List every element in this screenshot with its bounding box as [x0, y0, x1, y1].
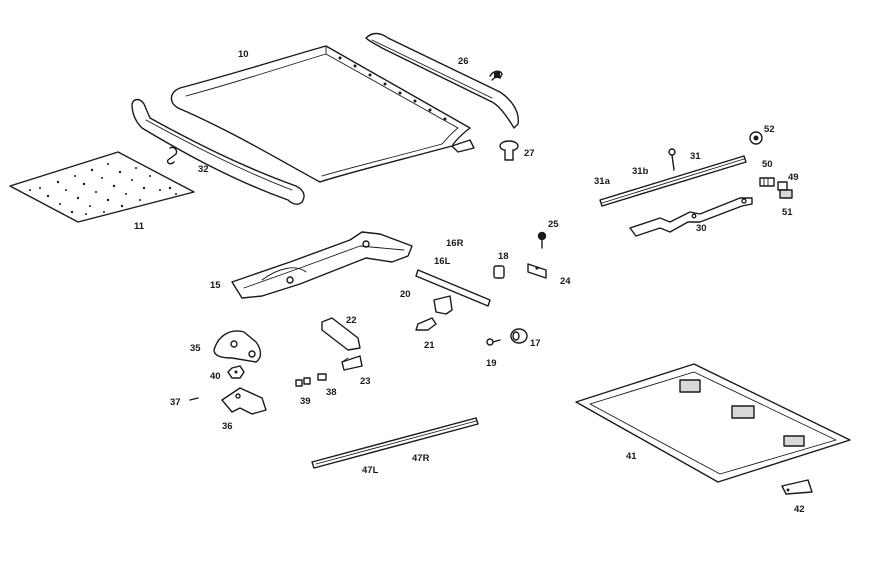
label-16R: 16R — [446, 238, 464, 249]
crank-36 — [221, 387, 267, 415]
mechanism-frame — [231, 231, 413, 299]
label-36: 36 — [222, 421, 233, 432]
label-39: 39 — [300, 396, 311, 407]
guide-block-51 — [779, 189, 793, 199]
label-18: 18 — [498, 251, 509, 262]
side-seal-strip — [131, 98, 305, 205]
label-15: 15 — [210, 280, 221, 291]
guide-block-49 — [777, 181, 788, 191]
label-21: 21 — [424, 340, 435, 351]
part-labels: 10 26 27 32 11 52 31 31b 31a 50 49 51 30… — [134, 49, 805, 515]
rail-bracket — [629, 197, 753, 237]
label-24: 24 — [560, 276, 571, 287]
label-16L: 16L — [434, 256, 451, 267]
label-47L: 47L — [362, 465, 379, 476]
label-32: 32 — [198, 164, 209, 175]
label-10: 10 — [238, 49, 249, 60]
label-51: 51 — [782, 207, 793, 218]
label-37: 37 — [170, 397, 181, 408]
label-22: 22 — [346, 315, 357, 326]
label-27: 27 — [524, 148, 535, 159]
sunroof-panel — [170, 45, 475, 183]
bracket-24 — [527, 263, 547, 279]
screw-25 — [537, 231, 547, 249]
cam-plate — [213, 330, 262, 363]
bracket-42 — [781, 479, 813, 495]
washer — [749, 131, 763, 145]
pin-19 — [486, 338, 501, 346]
label-20: 20 — [400, 289, 411, 300]
label-47R: 47R — [412, 453, 430, 464]
clip-32 — [166, 146, 178, 165]
guide-block-50 — [759, 177, 775, 187]
front-seal-strip — [365, 32, 519, 129]
label-11: 11 — [134, 221, 145, 232]
label-30: 30 — [696, 223, 707, 234]
label-31a: 31a — [594, 176, 611, 187]
label-40: 40 — [210, 371, 221, 382]
roof-frame — [575, 363, 851, 483]
label-35: 35 — [190, 343, 201, 354]
label-19: 19 — [486, 358, 497, 369]
label-42: 42 — [794, 504, 805, 515]
label-38: 38 — [326, 387, 337, 398]
label-49: 49 — [788, 172, 799, 183]
label-26: 26 — [458, 56, 469, 67]
label-50: 50 — [762, 159, 773, 170]
label-31b: 31b — [632, 166, 649, 177]
spring-clip-23 — [341, 355, 363, 371]
guide-rail-assembly — [599, 148, 747, 207]
label-17: 17 — [530, 338, 541, 349]
sliding-knob — [499, 140, 519, 161]
trim-strip — [311, 417, 479, 469]
bracket-21 — [415, 317, 437, 331]
roller-17 — [510, 328, 528, 344]
bushing-38 — [317, 373, 327, 381]
label-25: 25 — [548, 219, 559, 230]
pin-37 — [189, 397, 199, 401]
headliner-panel — [9, 151, 195, 223]
bushing-39 — [295, 377, 311, 387]
label-23: 23 — [360, 376, 371, 387]
cable-rod — [415, 269, 491, 307]
plate-22 — [321, 317, 361, 351]
label-41: 41 — [626, 451, 637, 462]
clip-near-26 — [489, 70, 503, 81]
nut-40 — [227, 365, 245, 379]
bushing — [493, 265, 505, 279]
label-52: 52 — [764, 124, 775, 135]
bracket-20 — [433, 295, 453, 315]
label-31: 31 — [690, 151, 701, 162]
